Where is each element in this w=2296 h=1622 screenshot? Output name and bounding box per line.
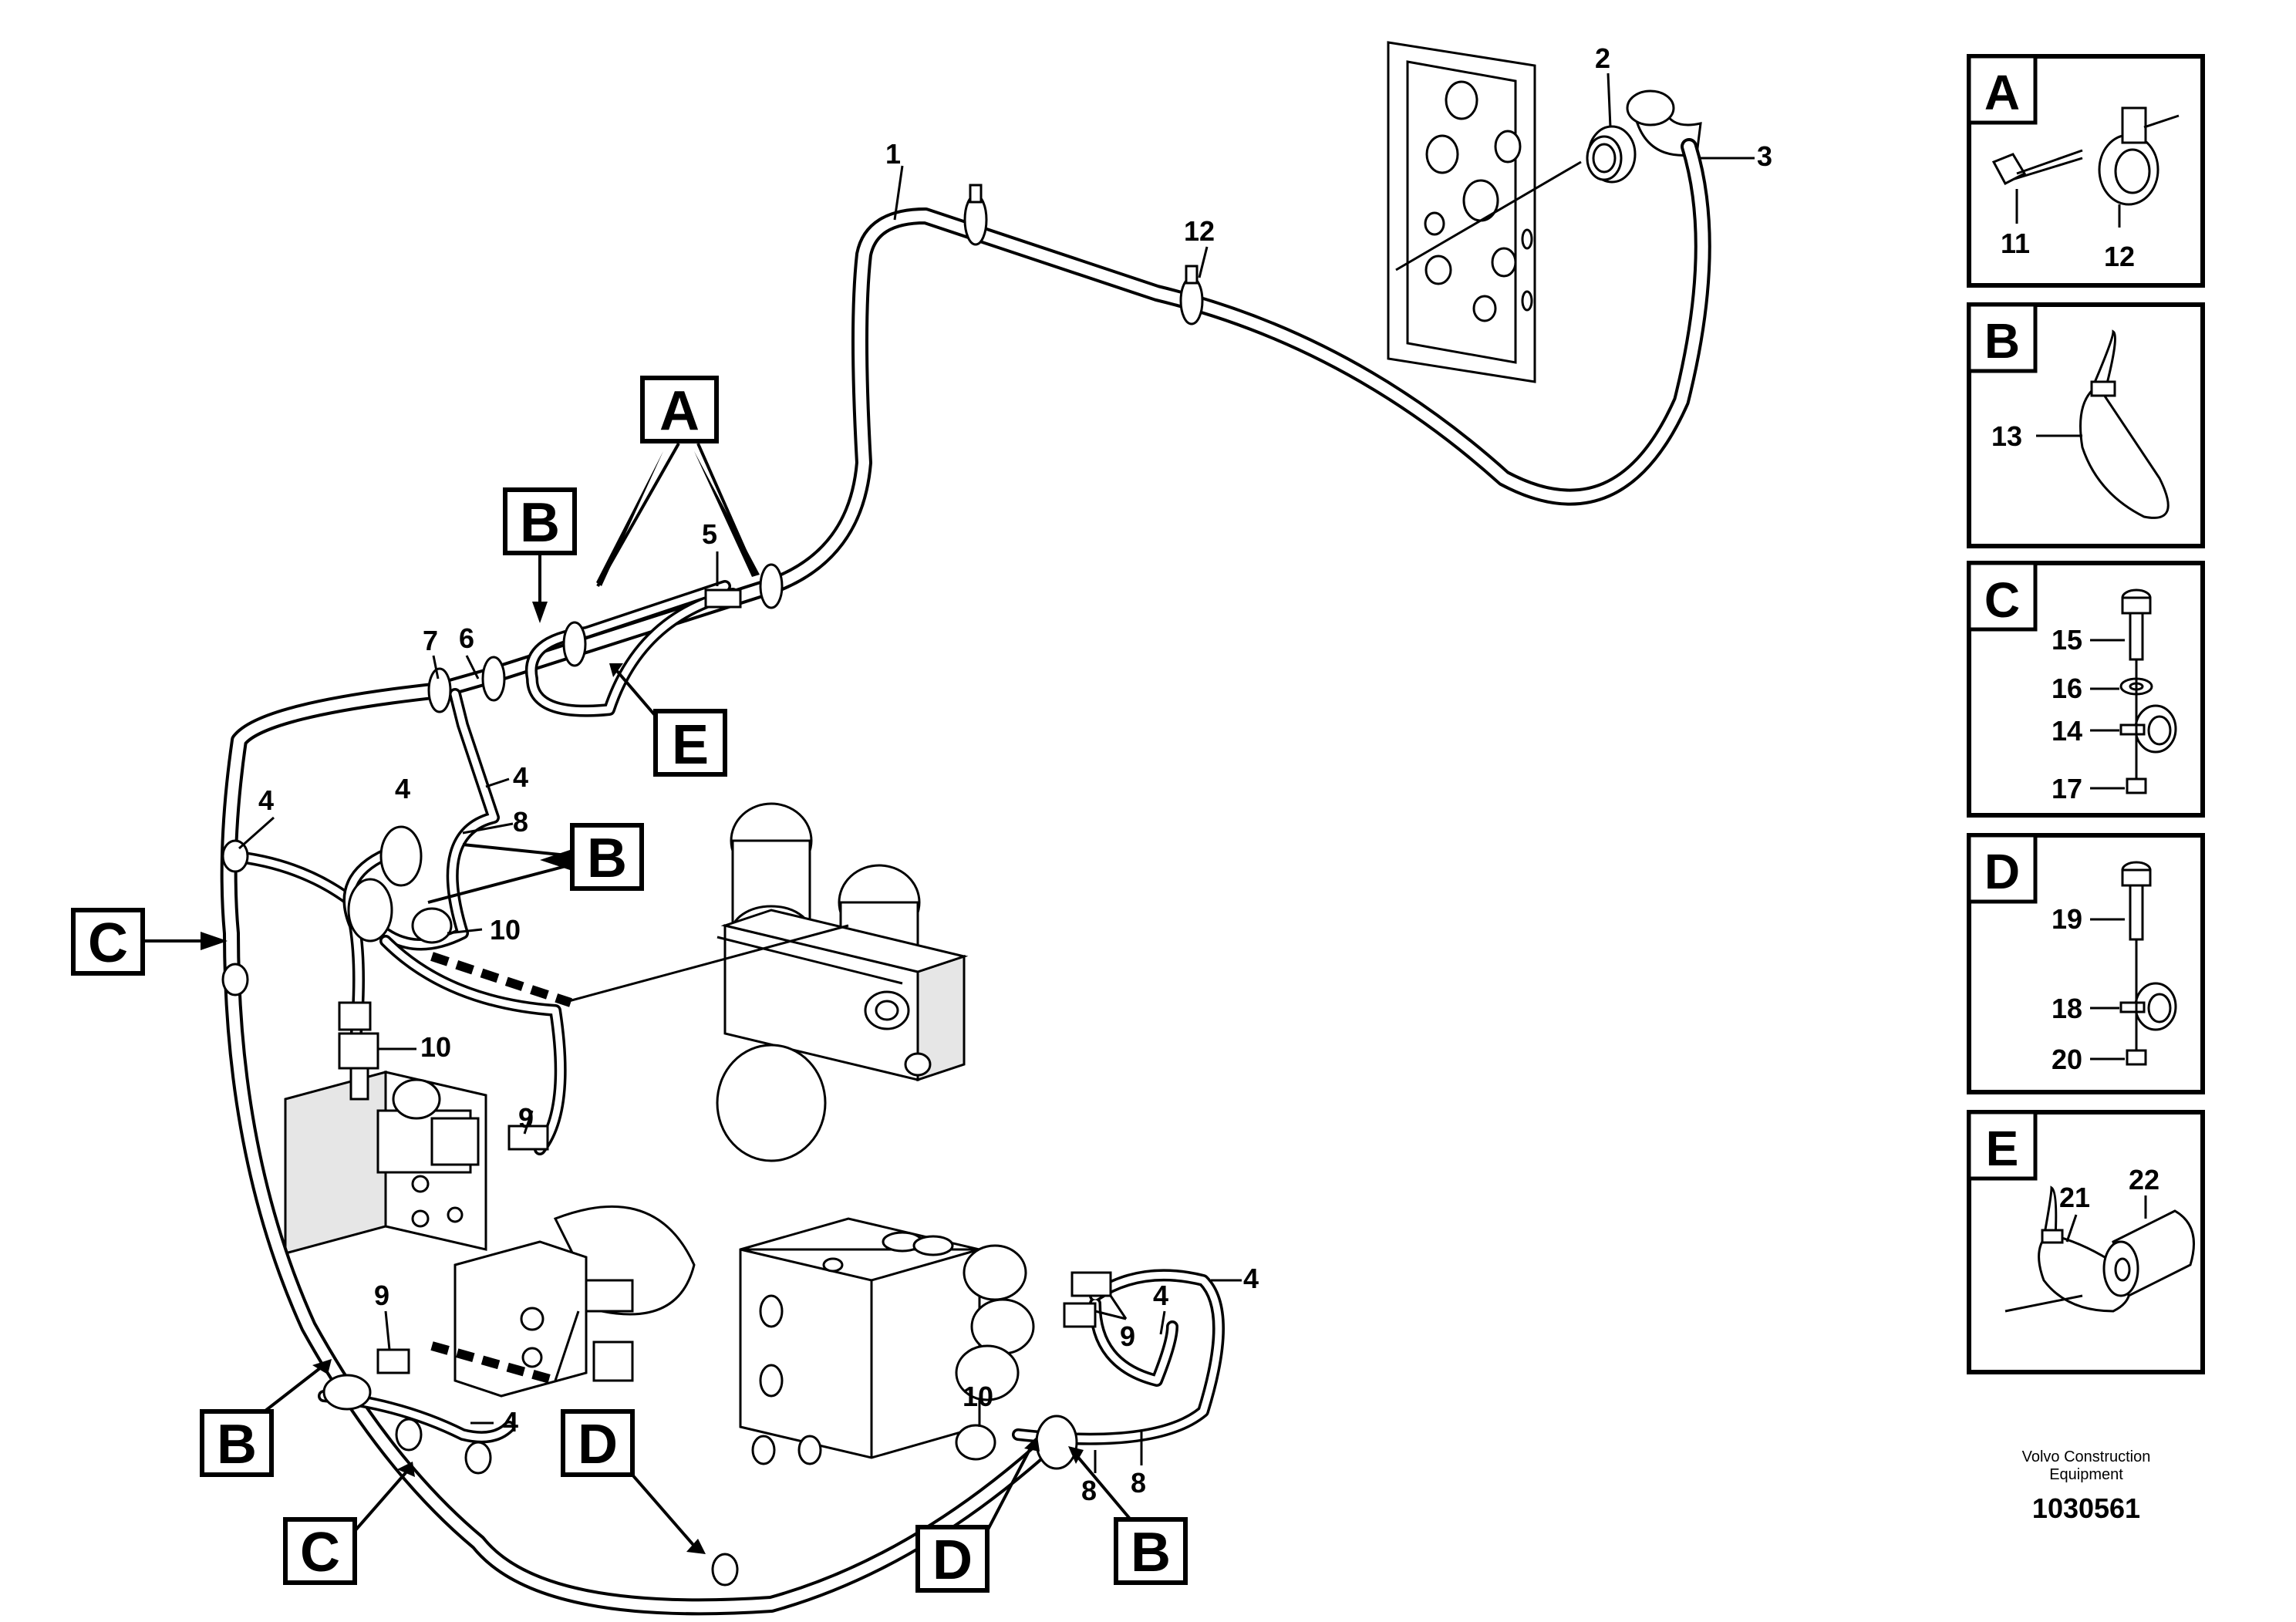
svg-text:E: E [672, 714, 709, 776]
clamps [221, 184, 1204, 1587]
cable-lower [318, 1269, 1225, 1445]
legend-panel-D: D 19 18 20 [1967, 833, 2205, 1094]
part-label: 4 [1153, 1280, 1168, 1311]
part-label: 4 [1243, 1263, 1259, 1294]
bolt-icon [2121, 861, 2152, 941]
grommet-part-2 [1586, 125, 1637, 184]
svg-text:20: 20 [2052, 1044, 2082, 1075]
svg-text:C: C [88, 912, 128, 974]
part-label: 3 [1757, 140, 1772, 172]
svg-text:C: C [300, 1522, 340, 1583]
svg-text:14: 14 [2052, 715, 2082, 747]
bolt-icon [1991, 149, 2083, 186]
p-clamp-icon [2098, 106, 2180, 206]
part-label: 4 [513, 761, 528, 793]
svg-text:19: 19 [2052, 903, 2082, 935]
legend-panel-E: E 21 22 [1967, 1110, 2205, 1374]
svg-text:17: 17 [2052, 773, 2082, 804]
svg-text:A: A [1984, 65, 2020, 120]
cable-upper [524, 580, 739, 717]
legend-panel-C: C 15 16 14 17 [1967, 561, 2205, 818]
part-label: 4 [395, 773, 410, 804]
svg-text:13: 13 [1991, 420, 2022, 452]
dashed-link-lower [430, 1341, 557, 1385]
svg-text:B: B [520, 492, 560, 554]
svg-text:D: D [1984, 844, 2020, 899]
part-label: 9 [1120, 1320, 1135, 1352]
callout-E: E [653, 709, 727, 777]
part-label: 10 [490, 914, 521, 946]
callout-C-lower: C [283, 1517, 357, 1585]
svg-text:B: B [1131, 1522, 1171, 1583]
part-label: 7 [423, 625, 438, 656]
svg-text:B: B [217, 1414, 257, 1475]
svg-text:22: 22 [2129, 1164, 2159, 1195]
svg-text:21: 21 [2059, 1182, 2090, 1213]
company-name-line1: Volvo Construction [2022, 1448, 2151, 1465]
sensors [338, 907, 1112, 1461]
nut-icon [2126, 1049, 2147, 1066]
hose-1 [763, 138, 1711, 595]
nut-icon [2126, 777, 2147, 794]
sleeve-icon [2102, 1209, 2195, 1298]
svg-text:B: B [587, 828, 627, 889]
part-label: 6 [459, 622, 474, 654]
callout-D-lower-right: D [915, 1525, 990, 1593]
part-label: 8 [1131, 1467, 1146, 1499]
callout-C-left: C [71, 908, 145, 976]
cable-tie-icon [2004, 1185, 2131, 1313]
svg-text:18: 18 [2052, 993, 2082, 1024]
solenoid-valve-block [284, 1071, 696, 1398]
part-label: 1 [885, 138, 901, 170]
main-valve-block [739, 1217, 1035, 1465]
part-label: 8 [1081, 1475, 1097, 1506]
svg-text:D: D [578, 1414, 618, 1475]
part-label: 10 [420, 1031, 451, 1063]
svg-text:16: 16 [2052, 673, 2082, 704]
legend-panel-B: B 13 [1967, 302, 2205, 548]
svg-text:11: 11 [2001, 228, 2030, 259]
cable-left-branch [225, 688, 500, 951]
leader-lines [143, 73, 1755, 1554]
drawing-number: 1030561 [2032, 1492, 2140, 1524]
part-label: 8 [513, 806, 528, 838]
part-label: 9 [518, 1102, 534, 1134]
part-label: 9 [374, 1280, 389, 1311]
callout-D-lower-left: D [561, 1409, 635, 1477]
clamp-icon [2119, 982, 2177, 1031]
callout-B-upper: B [503, 487, 577, 555]
callout-B-lower-left: B [200, 1409, 274, 1477]
svg-text:15: 15 [2052, 624, 2082, 656]
accumulator-block [716, 802, 969, 1162]
svg-text:E: E [1986, 1121, 2019, 1176]
callout-A: A [640, 376, 719, 443]
bulkhead-plate [1387, 41, 1582, 383]
svg-text:D: D [932, 1529, 973, 1591]
company-name-line2: Equipment [2049, 1466, 2123, 1483]
callout-B-middle: B [570, 823, 644, 891]
part-label: 4 [503, 1406, 518, 1438]
legend-panel-A: A 11 12 [1967, 54, 2205, 288]
part-number-labels: 1 2 3 12 5 6 7 4 4 4 8 10 10 9 9 4 4 4 9… [258, 42, 1772, 1506]
svg-text:C: C [1984, 572, 2020, 628]
callout-B-lower-right: B [1114, 1517, 1188, 1585]
part-label: 2 [1595, 42, 1610, 74]
bolt-icon [2121, 588, 2152, 661]
part-label: 4 [258, 784, 274, 816]
cable-tie-icon [2079, 329, 2170, 519]
footer-block: Volvo Construction Equipment 1030561 [2022, 1448, 2151, 1524]
part-label: 12 [1184, 215, 1215, 247]
clamp-icon [2119, 704, 2177, 754]
part-label: 10 [963, 1381, 993, 1412]
hose-main-loop [220, 578, 1050, 1616]
part-label: 5 [702, 518, 717, 550]
dashed-link-upper [430, 952, 572, 1007]
svg-text:12: 12 [2104, 241, 2135, 272]
svg-text:B: B [1984, 313, 2020, 369]
svg-text:A: A [659, 380, 700, 442]
